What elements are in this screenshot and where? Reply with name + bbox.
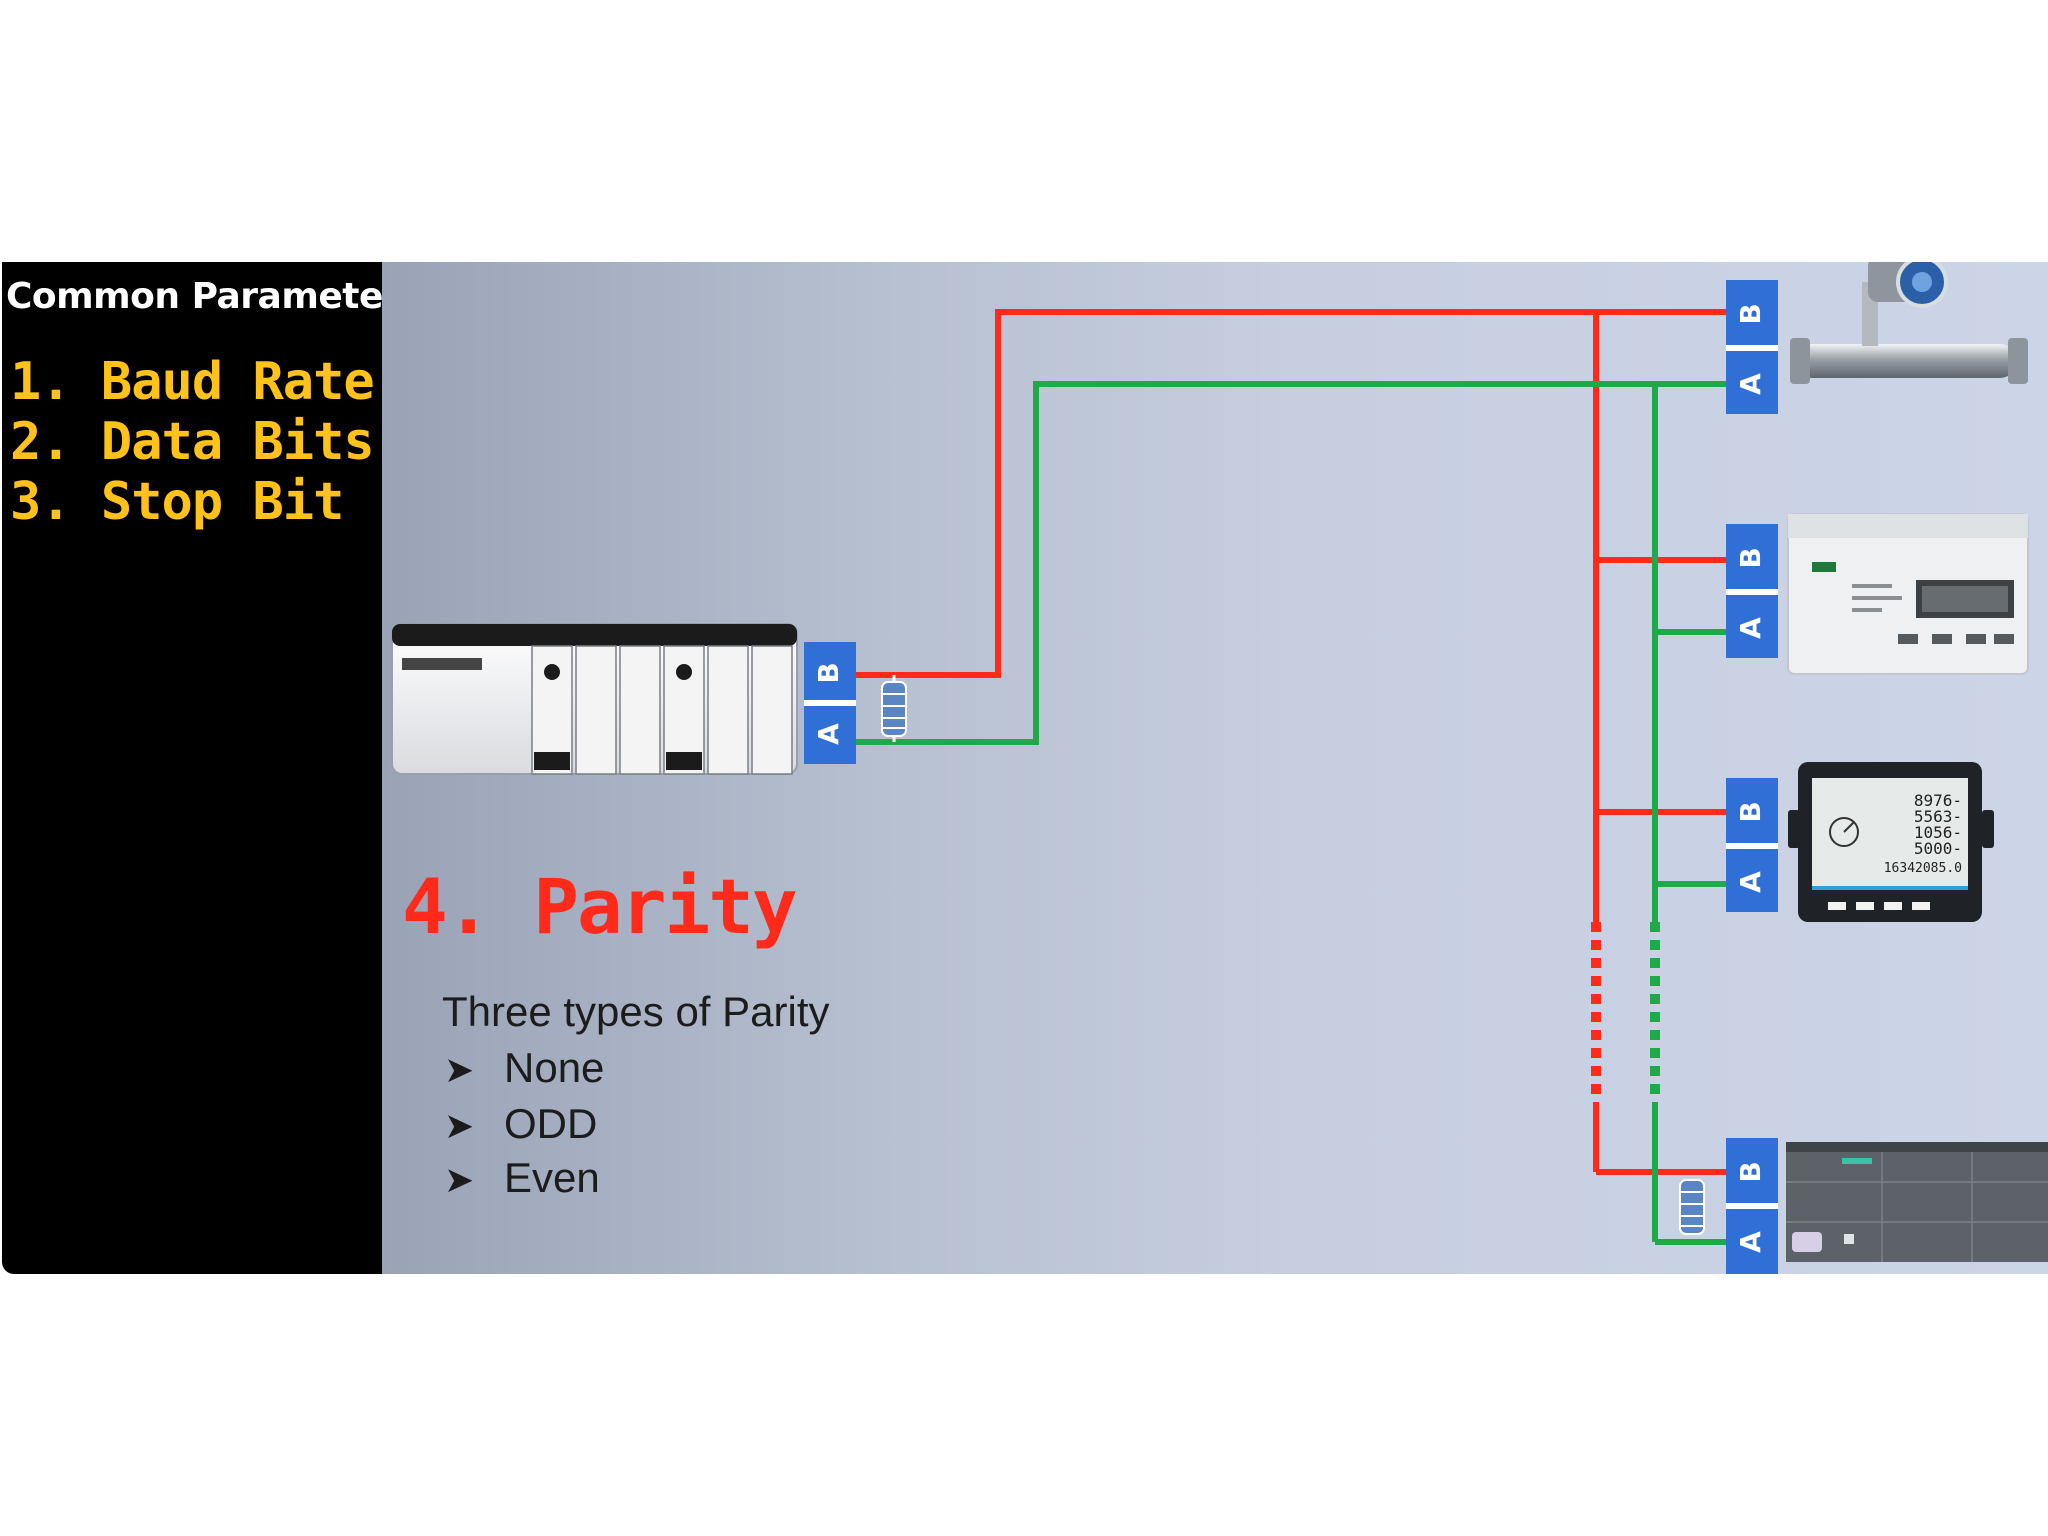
parity-option-label: Even (504, 1154, 600, 1201)
wire-b (856, 309, 1726, 1175)
parity-option-even: ➤ Even (444, 1154, 600, 1202)
arrow-bullet-icon: ➤ (444, 1160, 475, 1201)
device2-terminal-block: B A (1726, 524, 1778, 658)
plc-rack (391, 623, 798, 775)
param-data-bits: 2. Data Bits (10, 412, 375, 472)
plc-terminal-b-label: B (812, 662, 845, 683)
device2-terminal-a-label: A (1734, 617, 1767, 639)
device2-terminal-b-label: B (1734, 547, 1767, 568)
parity-subtitle: Three types of Parity (442, 988, 830, 1035)
device1-terminal-a-label: A (1734, 373, 1767, 395)
termination-resistor-plc (881, 675, 907, 742)
param-baud-rate: 1. Baud Rate (10, 352, 375, 412)
energy-meter-device (1787, 513, 2029, 675)
flow-meter-device (1790, 262, 2028, 384)
rs485-network-diagram: B A (382, 262, 2048, 1274)
device4-terminal-a-label: A (1734, 1231, 1767, 1253)
wire-a (856, 381, 1726, 1245)
power-meter-device: 8976- 5563- 1056- 5000- 16342085.0 (1788, 762, 1994, 922)
termination-resistor-end (1679, 1179, 1705, 1235)
parity-title: 4. Parity (402, 862, 798, 951)
meter-reading-4: 5000- (1914, 839, 1962, 858)
meter-reading-1: 8976- (1914, 791, 1962, 810)
slide: Common Parameter 1. Baud Rate 2. Data Bi… (2, 262, 2048, 1274)
meter-reading-2: 5563- (1914, 807, 1962, 826)
meter-reading-5: 16342085.0 (1884, 861, 1962, 876)
device3-terminal-block: B A (1726, 778, 1778, 912)
device4-terminal-block: B A (1726, 1138, 1778, 1274)
slave-plc-device (1786, 1142, 2048, 1262)
brand-badge (402, 658, 482, 670)
parity-option-label: None (504, 1044, 605, 1091)
device3-terminal-a-label: A (1734, 871, 1767, 893)
parameter-panel: Common Parameter 1. Baud Rate 2. Data Bi… (2, 262, 401, 1274)
device4-terminal-b-label: B (1734, 1161, 1767, 1182)
device1-terminal-b-label: B (1734, 303, 1767, 324)
parity-option-label: ODD (504, 1100, 598, 1147)
plc-terminal-a-label: A (812, 723, 845, 745)
network-svg: B A (391, 262, 2048, 1274)
arrow-bullet-icon: ➤ (444, 1050, 475, 1091)
plc-terminal-block: B A (804, 642, 856, 764)
device1-terminal-block: B A (1726, 280, 1778, 414)
device3-terminal-b-label: B (1734, 801, 1767, 822)
param-stop-bit: 3. Stop Bit (10, 472, 344, 532)
meter-reading-3: 1056- (1914, 823, 1962, 842)
parity-option-odd: ➤ ODD (444, 1100, 597, 1148)
parity-option-none: ➤ None (444, 1044, 604, 1092)
arrow-bullet-icon: ➤ (444, 1106, 475, 1147)
panel-title: Common Parameter (6, 276, 401, 317)
